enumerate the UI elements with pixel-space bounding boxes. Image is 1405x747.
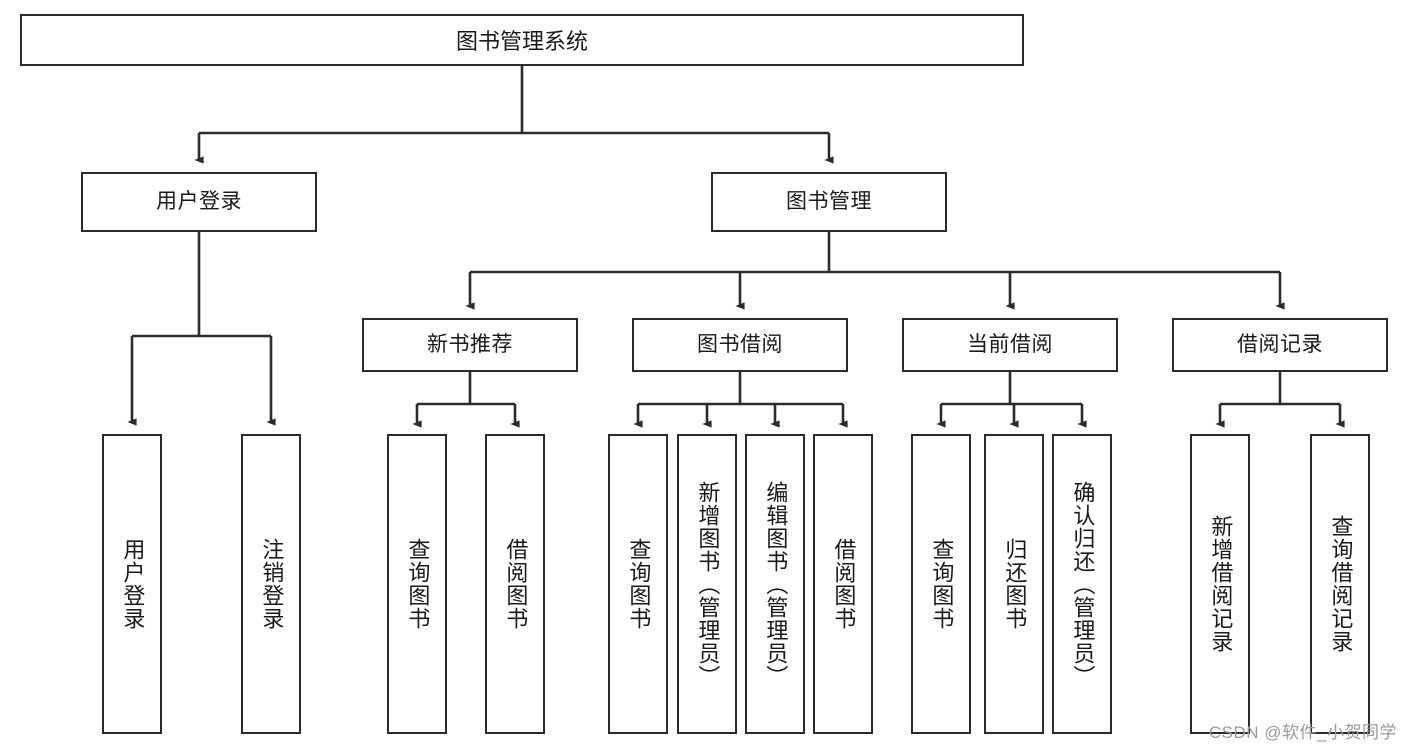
node-new-book-recommend[interactable]: 新书推荐 (362, 318, 578, 372)
node-label: 新增图书（管理员） (695, 480, 721, 688)
node-label: 归还图书 (1002, 538, 1028, 630)
node-label: 当前借阅 (967, 333, 1053, 357)
csdn-watermark: CSDN @软件_小贺同学 (1208, 723, 1397, 742)
node-leaf-add-book[interactable]: 新增图书（管理员） (677, 434, 737, 734)
node-leaf-return-book[interactable]: 归还图书 (984, 434, 1044, 734)
node-borrow-record[interactable]: 借阅记录 (1172, 318, 1388, 372)
node-label: 新增借阅记录 (1208, 515, 1234, 653)
node-leaf-edit-book[interactable]: 编辑图书（管理员） (745, 434, 805, 734)
node-label: 确认归还（管理员） (1070, 480, 1096, 688)
node-label: 查询图书 (405, 538, 431, 630)
node-label: 注销登录 (259, 538, 285, 630)
node-label: 用户登录 (156, 190, 242, 214)
node-label: 新书推荐 (427, 333, 513, 357)
node-leaf-borrow-book-1[interactable]: 借阅图书 (485, 434, 545, 734)
node-leaf-query-record[interactable]: 查询借阅记录 (1310, 434, 1370, 734)
node-root-title[interactable]: 图书管理系统 (20, 14, 1024, 66)
node-label: 用户登录 (120, 538, 146, 630)
node-leaf-user-login[interactable]: 用户登录 (102, 434, 162, 734)
node-leaf-borrow-book-2[interactable]: 借阅图书 (813, 434, 873, 734)
node-leaf-query-book-3[interactable]: 查询图书 (911, 434, 971, 734)
node-label: 编辑图书（管理员） (763, 480, 789, 688)
node-leaf-add-record[interactable]: 新增借阅记录 (1190, 434, 1250, 734)
node-label: 查询图书 (626, 538, 652, 630)
node-leaf-confirm-return[interactable]: 确认归还（管理员） (1052, 434, 1112, 734)
node-leaf-query-book-2[interactable]: 查询图书 (608, 434, 668, 734)
node-leaf-logout[interactable]: 注销登录 (241, 434, 301, 734)
node-label: 图书借阅 (697, 333, 783, 357)
node-label: 借阅图书 (831, 538, 857, 630)
node-book-manage[interactable]: 图书管理 (711, 172, 947, 232)
node-label: 借阅图书 (503, 538, 529, 630)
node-book-borrow[interactable]: 图书借阅 (632, 318, 848, 372)
node-label: 查询借阅记录 (1328, 515, 1354, 653)
node-label: 图书管理 (786, 190, 872, 214)
node-label: 图书管理系统 (455, 29, 588, 54)
node-current-borrow[interactable]: 当前借阅 (902, 318, 1118, 372)
node-label: 借阅记录 (1237, 333, 1323, 357)
node-leaf-query-book-1[interactable]: 查询图书 (387, 434, 447, 734)
node-user-login[interactable]: 用户登录 (81, 172, 317, 232)
node-label: 查询图书 (929, 538, 955, 630)
